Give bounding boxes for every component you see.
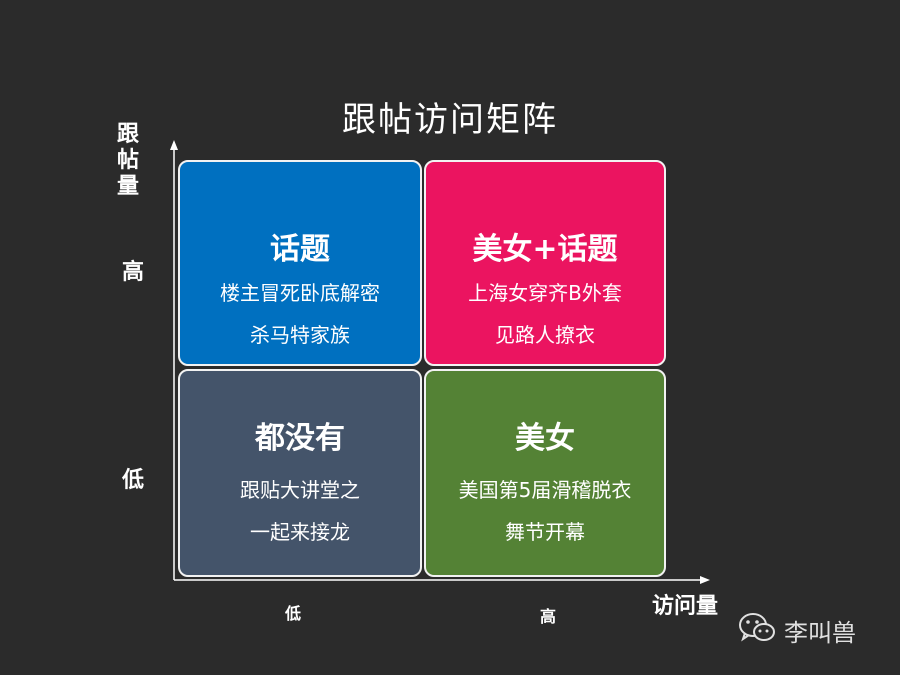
quadrant-heading: 话题 — [270, 232, 330, 267]
y-axis-arrow — [170, 140, 178, 150]
quadrant-line: 跟贴大讲堂之 — [240, 478, 360, 502]
watermark: 李叫兽 — [738, 612, 856, 648]
diagram-title: 跟帖访问矩阵 — [342, 100, 558, 140]
quadrant-line: 楼主冒死卧底解密 — [220, 281, 380, 305]
x-axis-label: 访问量 — [652, 594, 719, 619]
quadrant-line: 杀马特家族 — [250, 323, 350, 347]
quadrant-heading: 美女 — [515, 421, 575, 456]
wechat-icon — [738, 611, 776, 649]
y-tick-low: 低 — [122, 468, 145, 493]
quadrant-line: 美国第5届滑稽脱衣 — [458, 478, 632, 502]
watermark-text: 李叫兽 — [784, 618, 856, 647]
quadrant-heading: 美女+话题 — [472, 232, 618, 267]
y-axis-label: 跟帖量 — [116, 122, 139, 199]
quadrant-line: 上海女穿齐B外套 — [468, 281, 622, 305]
y-tick-high: 高 — [122, 260, 145, 285]
x-tick-high: 高 — [540, 607, 557, 626]
quadrant-line: 见路人撩衣 — [495, 323, 595, 347]
quadrant-line: 一起来接龙 — [250, 520, 350, 544]
quadrant-bottom-left: 都没有 跟贴大讲堂之 一起来接龙 — [178, 369, 422, 577]
quadrant-heading: 都没有 — [255, 421, 345, 456]
quadrant-line: 舞节开幕 — [505, 520, 585, 544]
quadrant-bottom-right: 美女 美国第5届滑稽脱衣 舞节开幕 — [424, 369, 666, 577]
quadrant-top-right: 美女+话题 上海女穿齐B外套 见路人撩衣 — [424, 160, 666, 366]
x-axis-arrow — [700, 576, 710, 584]
quadrant-top-left: 话题 楼主冒死卧底解密 杀马特家族 — [178, 160, 422, 366]
x-tick-low: 低 — [285, 604, 302, 623]
